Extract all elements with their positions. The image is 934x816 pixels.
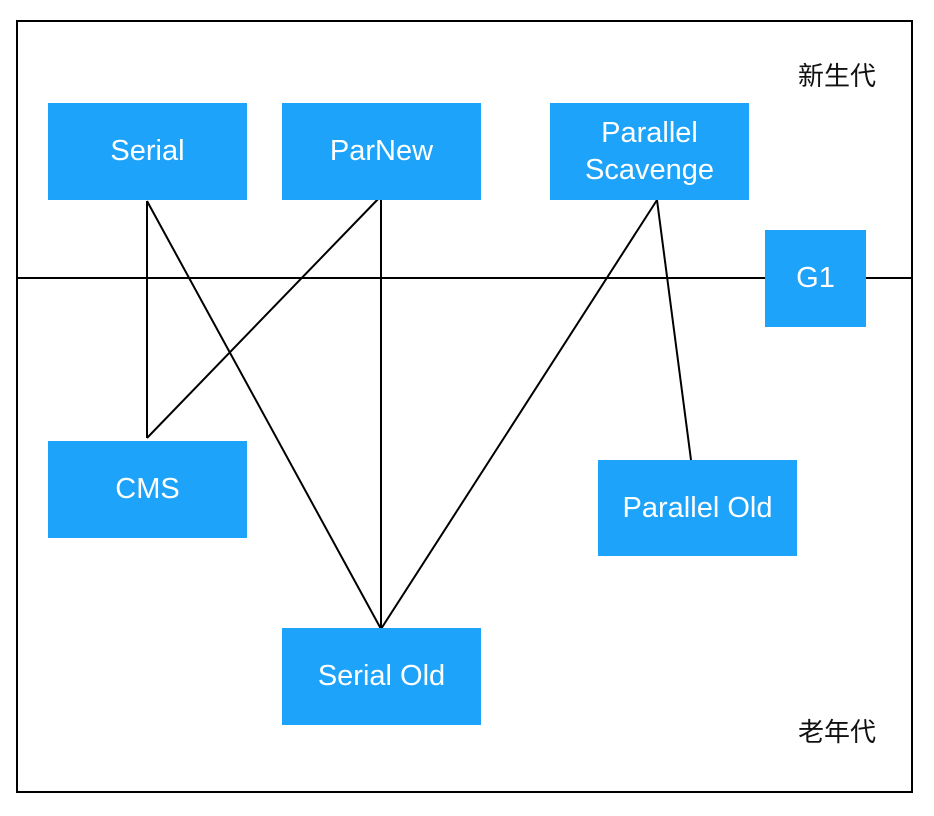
parallel-old-box: Parallel Old (598, 460, 797, 556)
g1-box: G1 (765, 230, 866, 327)
connector-parnew-to-cms (146, 195, 382, 439)
serial-old-box: Serial Old (282, 628, 481, 725)
young-generation-label: 新生代 (798, 62, 877, 92)
connector-parallel_scavenge-to-serial_old (380, 199, 658, 630)
parallel-scavenge-box: Parallel Scavenge (550, 103, 749, 200)
parnew-box: ParNew (282, 103, 481, 200)
cms-box: CMS (48, 441, 247, 538)
connector-parallel_scavenge-to-parallel_old (656, 199, 692, 461)
old-generation-label: 老年代 (798, 718, 877, 748)
diagram-frame (16, 20, 913, 793)
connector-serial-to-serial_old (146, 200, 382, 630)
generation-divider (16, 277, 913, 279)
serial-box: Serial (48, 103, 247, 200)
